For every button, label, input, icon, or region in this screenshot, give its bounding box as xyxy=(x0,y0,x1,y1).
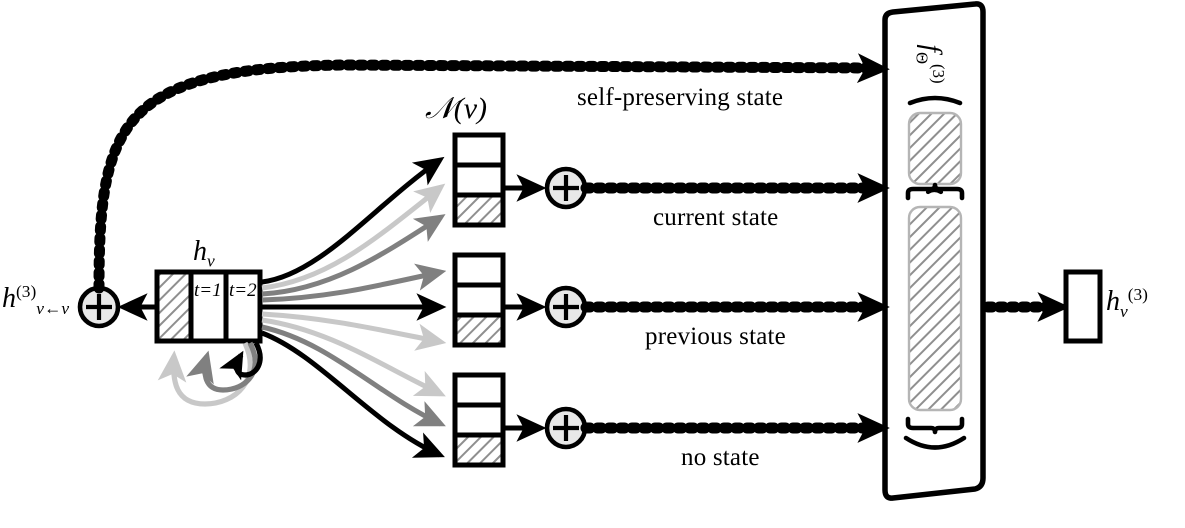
cell-t2-text: t=2 xyxy=(229,280,257,301)
edge-self-preserving-label: self-preserving state xyxy=(577,84,784,111)
neighbor-block-2[interactable] xyxy=(452,252,506,348)
sum-node-left[interactable] xyxy=(77,285,121,329)
fanout-b1-row1 xyxy=(261,156,445,285)
sum-node-top[interactable] xyxy=(544,166,588,210)
aggregator-slot-large xyxy=(903,182,967,450)
center-state-block[interactable] xyxy=(154,269,263,344)
cell-t1-text: t=1 xyxy=(194,280,222,301)
sum-node-mid[interactable] xyxy=(544,285,588,329)
neighbor-block-1[interactable] xyxy=(452,132,506,228)
edge-no-state-label: no state xyxy=(681,444,760,471)
fanout-b1-row2 xyxy=(261,183,446,291)
sum-node-bot[interactable] xyxy=(544,406,588,450)
cell-t1-label: t=1 xyxy=(194,280,222,302)
edge-current-label: current state xyxy=(653,204,779,231)
self-loop-output-label: h(3)v←v xyxy=(2,282,70,318)
edge-self-preserving-path xyxy=(93,53,890,294)
neighbor-block-3[interactable] xyxy=(452,372,506,468)
fanout-b3-row3 xyxy=(261,330,445,458)
recurrent-arrow-mid xyxy=(186,341,258,393)
fanout-b3-row1 xyxy=(261,317,446,397)
recurrent-arrow-dark xyxy=(219,341,263,381)
output-block[interactable] xyxy=(1063,269,1103,344)
fanout-b1-row3 xyxy=(261,214,446,297)
fanout-b2-row1 xyxy=(261,263,447,303)
edge-previous-label: previous state xyxy=(645,323,786,350)
fanout-b3-row2 xyxy=(261,324,446,427)
aggregator-label: fΘ(3) xyxy=(912,44,948,84)
neighborhood-label: 𝒩(v) xyxy=(425,92,488,125)
fanout-b2-row3 xyxy=(261,311,447,351)
cell-t2-label: t=2 xyxy=(229,280,257,302)
recurrent-arrow-light xyxy=(157,341,253,407)
